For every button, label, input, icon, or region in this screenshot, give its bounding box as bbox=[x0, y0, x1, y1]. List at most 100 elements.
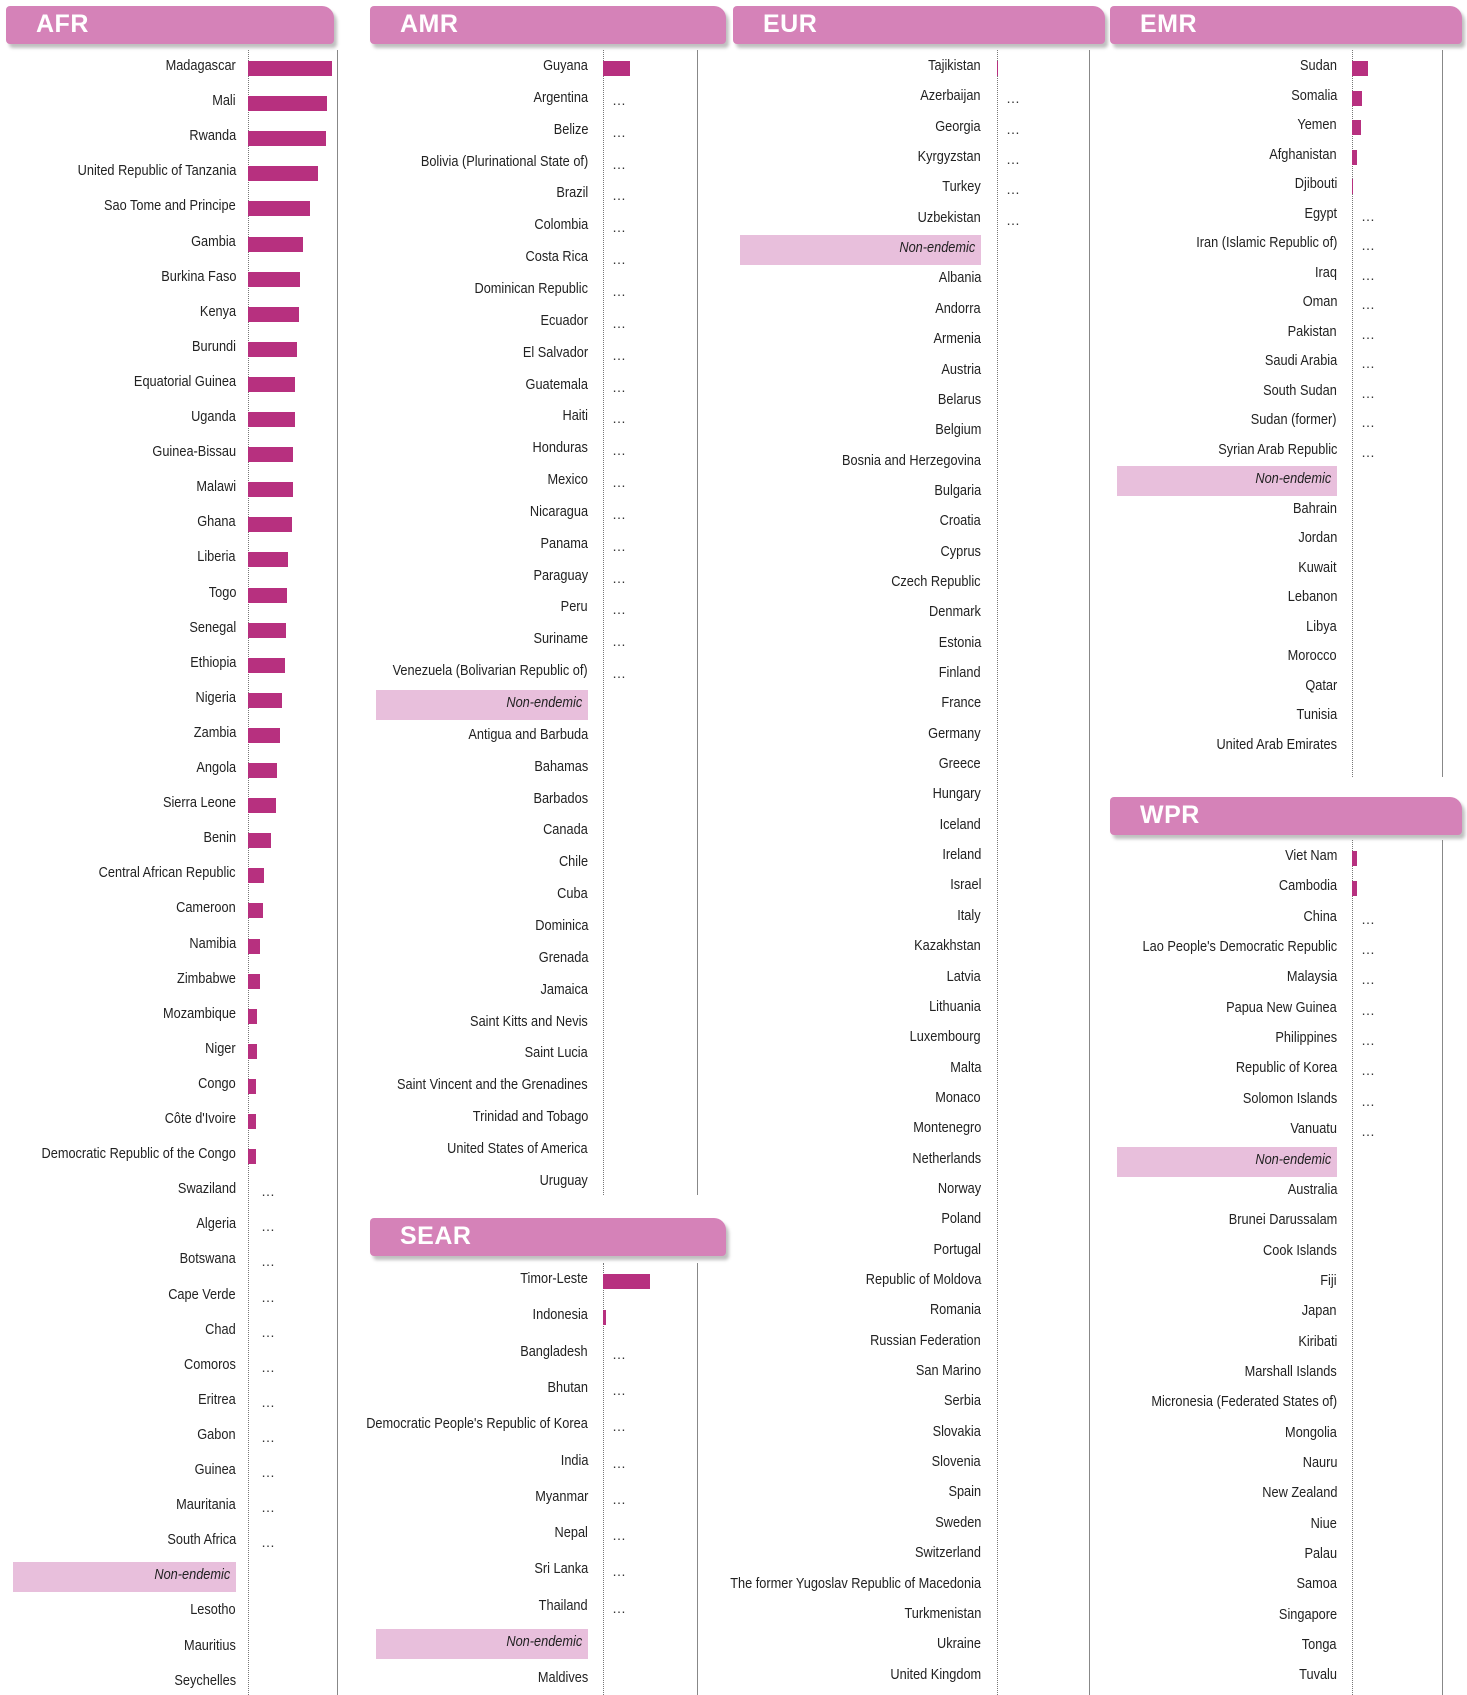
axis-line bbox=[603, 1263, 604, 1695]
country-label: Iraq bbox=[1315, 264, 1337, 281]
no-data-marker: … bbox=[1006, 90, 1021, 107]
country-label: Saudi Arabia bbox=[1264, 353, 1337, 369]
value-bar bbox=[248, 692, 282, 708]
country-label: Chile bbox=[558, 854, 588, 871]
country-label: Burundi bbox=[192, 338, 236, 355]
country-label: Swaziland bbox=[177, 1181, 236, 1198]
country-label: Latvia bbox=[946, 968, 981, 985]
country-label: Philippines bbox=[1275, 1030, 1337, 1047]
no-data-marker: … bbox=[612, 155, 627, 172]
country-label: Dominica bbox=[534, 917, 588, 934]
region-title: AFR bbox=[36, 10, 89, 38]
country-label: Cambodia bbox=[1278, 878, 1337, 895]
value-bar bbox=[248, 201, 310, 217]
region-title: WPR bbox=[1140, 801, 1200, 829]
no-data-marker: … bbox=[612, 665, 627, 682]
no-data-marker: … bbox=[261, 1288, 276, 1305]
country-label: Honduras bbox=[532, 440, 588, 457]
country-label: Tuvalu bbox=[1299, 1667, 1337, 1684]
country-label: Zambia bbox=[193, 724, 236, 741]
value-bar bbox=[248, 166, 319, 182]
country-label: Nicaragua bbox=[529, 503, 588, 520]
country-label: Nepal bbox=[554, 1525, 588, 1542]
no-data-marker: … bbox=[261, 1183, 276, 1200]
country-label: Spain bbox=[948, 1484, 981, 1501]
country-label: Zimbabwe bbox=[177, 970, 236, 987]
no-data-marker: … bbox=[1361, 1001, 1376, 1018]
no-data-marker: … bbox=[612, 442, 627, 459]
no-data-marker: … bbox=[612, 1527, 627, 1544]
value-bar bbox=[248, 306, 299, 322]
value-bar bbox=[248, 376, 296, 392]
country-label: Gabon bbox=[197, 1426, 236, 1443]
country-label: Ukraine bbox=[937, 1636, 981, 1653]
country-label: Sri Lanka bbox=[534, 1561, 588, 1578]
region-header-afr: AFR bbox=[6, 6, 334, 44]
country-label: Israel bbox=[949, 877, 981, 894]
country-label: Malawi bbox=[196, 479, 236, 496]
country-label: Burkina Faso bbox=[160, 268, 236, 285]
non-endemic-label: Non-endemic bbox=[506, 695, 582, 711]
country-label: Haiti bbox=[562, 408, 588, 425]
value-bar bbox=[248, 973, 260, 989]
country-label: Benin bbox=[203, 830, 236, 847]
country-label: Romania bbox=[929, 1302, 981, 1319]
country-label: Equatorial Guinea bbox=[133, 373, 236, 390]
value-bar bbox=[248, 657, 286, 673]
axis-line bbox=[1352, 50, 1353, 777]
country-label: Togo bbox=[208, 584, 236, 601]
no-data-marker: … bbox=[612, 346, 627, 363]
no-data-marker: … bbox=[1361, 443, 1376, 460]
value-bar bbox=[248, 482, 293, 498]
country-label: Venezuela (Bolivarian Republic of) bbox=[392, 663, 588, 680]
panel-separator bbox=[1089, 50, 1090, 1695]
country-label: Vanuatu bbox=[1290, 1121, 1337, 1138]
country-label: Ecuador bbox=[540, 312, 588, 329]
panel-separator bbox=[697, 1263, 698, 1695]
no-data-marker: … bbox=[612, 187, 627, 204]
country-label: Cuba bbox=[557, 886, 588, 903]
no-data-marker: … bbox=[261, 1499, 276, 1516]
country-label: Guyana bbox=[543, 58, 588, 74]
value-bar bbox=[248, 341, 298, 357]
country-label: Mozambique bbox=[162, 1005, 236, 1022]
no-data-marker: … bbox=[1361, 1062, 1376, 1079]
value-bar bbox=[248, 552, 289, 568]
region-title: SEAR bbox=[400, 1222, 472, 1250]
no-data-marker: … bbox=[612, 474, 627, 491]
country-label: Ethiopia bbox=[189, 654, 236, 671]
country-label: Thailand bbox=[539, 1597, 588, 1614]
no-data-marker: … bbox=[1006, 211, 1021, 228]
country-label: Congo bbox=[198, 1075, 236, 1092]
country-label: Jamaica bbox=[540, 981, 588, 998]
no-data-marker: … bbox=[261, 1323, 276, 1340]
non-endemic-label: Non-endemic bbox=[1255, 471, 1331, 487]
country-label: Bahamas bbox=[534, 758, 588, 775]
country-label: Tonga bbox=[1302, 1637, 1337, 1654]
country-label: Malaysia bbox=[1286, 969, 1337, 986]
country-label: Eritrea bbox=[198, 1391, 236, 1408]
country-label: Nauru bbox=[1302, 1455, 1337, 1471]
no-data-marker: … bbox=[1361, 1032, 1376, 1049]
country-label: China bbox=[1303, 908, 1337, 925]
no-data-marker: … bbox=[612, 314, 627, 331]
no-data-marker: … bbox=[261, 1253, 276, 1270]
country-label: Madagascar bbox=[165, 58, 236, 74]
country-label: Republic of Moldova bbox=[865, 1272, 981, 1288]
no-data-marker: … bbox=[612, 537, 627, 554]
country-label: Poland bbox=[941, 1211, 981, 1228]
no-data-marker: … bbox=[1361, 207, 1376, 224]
country-label: Grenada bbox=[538, 949, 588, 966]
country-label: Sweden bbox=[934, 1514, 981, 1531]
value-bar bbox=[1352, 881, 1357, 897]
country-label: Nigeria bbox=[195, 689, 236, 706]
country-label: United Arab Emirates bbox=[1216, 736, 1337, 753]
no-data-marker: … bbox=[612, 91, 627, 108]
country-label: Azerbaijan bbox=[920, 88, 981, 105]
country-label: Antigua and Barbuda bbox=[468, 726, 588, 743]
country-label: Hungary bbox=[932, 786, 981, 803]
country-label: Trinidad and Tobago bbox=[472, 1109, 588, 1126]
region-header-sear: SEAR bbox=[370, 1218, 726, 1256]
country-label: Belgium bbox=[934, 422, 981, 439]
country-label: San Marino bbox=[915, 1363, 981, 1380]
